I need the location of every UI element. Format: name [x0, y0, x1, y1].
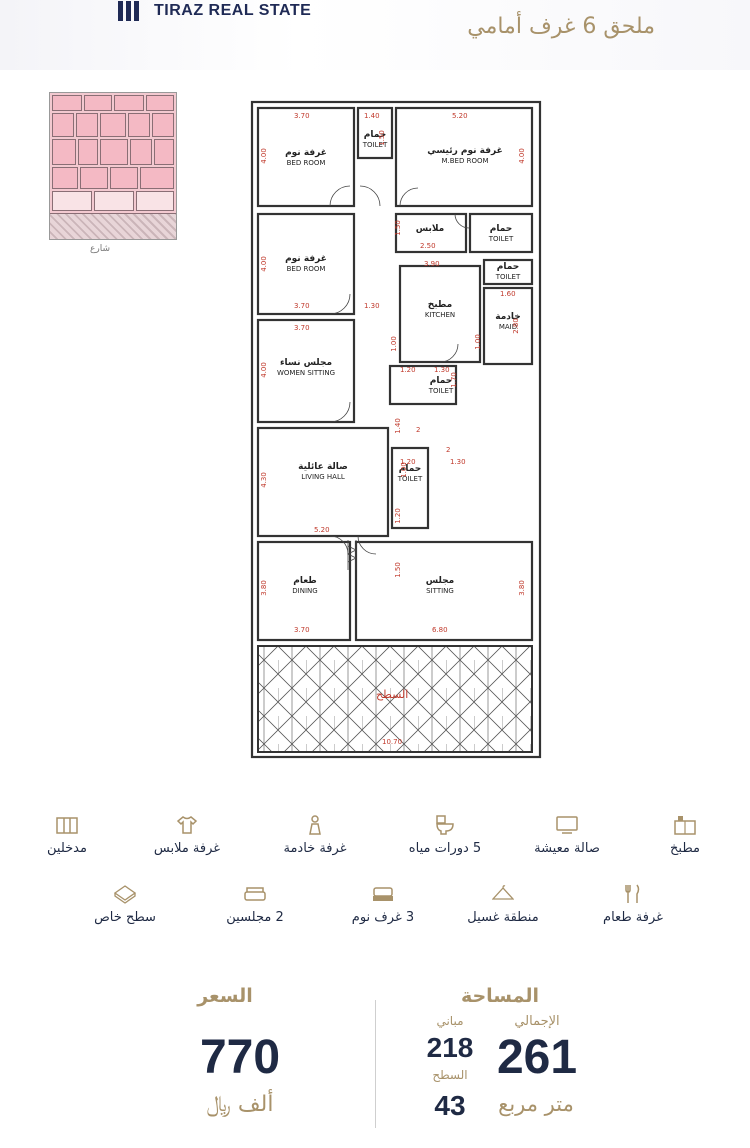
roof-area-value: 43: [434, 1090, 466, 1121]
area-total-label: الإجمالي: [514, 1014, 560, 1029]
tv-icon: [556, 815, 578, 835]
price-title: السعر: [197, 985, 253, 1007]
dim-label: 4.00: [517, 148, 526, 164]
feature-living-room: صالة معيشة: [492, 815, 642, 856]
hanger-icon: [491, 884, 515, 904]
toilet-icon: [434, 815, 456, 835]
listing-title: ملحق 6 غرف أمامي: [467, 14, 655, 39]
dim-label: 3.70: [294, 302, 310, 310]
dim-label: 1.50: [393, 220, 402, 236]
dim-label: 1.60: [500, 290, 516, 298]
area-unit: متر مربع: [498, 1092, 574, 1116]
brand-logo: TIRAZ REAL STATE: [118, 0, 311, 22]
divider: [375, 1000, 376, 1128]
dim-label: 3.70: [294, 324, 310, 332]
dim-label: 3.80: [517, 580, 526, 596]
dining-icon: [622, 884, 644, 904]
area-total-value: 261: [496, 1031, 578, 1084]
dim-label: 1.40: [364, 112, 380, 120]
dim-label: 1.50: [377, 130, 386, 146]
dim-label: 1.40: [393, 418, 402, 434]
street-label: شارع: [90, 244, 110, 254]
logo-mark-icon: [118, 1, 144, 21]
sofa-icon: [244, 884, 266, 904]
header: TIRAZ REAL STATE ملحق 6 غرف أمامي: [0, 0, 750, 70]
feature-laundry-area: منطقة غسيل: [428, 884, 578, 925]
feature-dressing-room: غرفة ملابس: [112, 815, 262, 856]
dim-label: 4.30: [259, 472, 268, 488]
room-closet: ملابس: [415, 224, 445, 234]
dim-label: 2.50: [420, 242, 436, 250]
dim-label: 1.00: [399, 462, 408, 478]
dim-label: 10.70: [382, 738, 403, 746]
feature-bathrooms: 5 دورات مياه: [370, 815, 520, 856]
site-thumbnail: [49, 92, 177, 240]
dim-label: 3.70: [294, 626, 310, 634]
dim-label: 3.80: [259, 580, 268, 596]
area-title: المساحة: [460, 985, 540, 1007]
maid-icon: [304, 815, 326, 835]
floor-plan-walls: [250, 100, 542, 759]
feature-sitting-rooms: 2 مجلسين: [180, 884, 330, 925]
dim-label: 4.00: [259, 148, 268, 164]
dim-label: 1.30: [364, 302, 380, 310]
dim-label: 3.70: [294, 112, 310, 120]
feature-bedrooms: 3 غرف نوم: [308, 884, 458, 925]
dim-label: 1.30: [450, 458, 466, 466]
dim-label: 1.70: [449, 372, 458, 388]
roof-label: السطح: [376, 688, 409, 701]
building-area-label: مباني: [436, 1014, 464, 1028]
dim-label: 1.50: [393, 562, 402, 578]
feature-private-roof: سطح خاص: [50, 884, 200, 925]
bed-icon: [372, 884, 394, 904]
door-icon: [56, 815, 78, 835]
feature-dining-room: غرفة طعام: [558, 884, 708, 925]
dim-label: 1.30: [434, 366, 450, 374]
dim-label: 1.20: [400, 366, 416, 374]
feature-two-entrances: مدخلين: [0, 815, 142, 856]
dim-label: 5.20: [314, 526, 330, 534]
roof-area-label: السطح: [432, 1068, 468, 1082]
feature-kitchen: مطبخ: [610, 815, 750, 856]
roof-icon: [113, 884, 137, 904]
dim-label: 1.20: [393, 508, 402, 524]
kitchen-icon: [674, 815, 696, 835]
dim-label: 3.90: [424, 260, 440, 268]
brand-name: TIRAZ REAL STATE: [154, 2, 312, 19]
dim-label: 2: [446, 446, 451, 454]
dim-label: 4.00: [259, 362, 268, 378]
dim-label: 2.80: [511, 318, 520, 334]
dim-label: 2: [416, 426, 421, 434]
feature-maid-room: غرفة خادمة: [240, 815, 390, 856]
dim-label: 1.20: [400, 458, 416, 466]
shirt-icon: [176, 815, 198, 835]
price-unit: ألف ﷼: [206, 1092, 274, 1117]
dim-label: 1.00: [473, 334, 482, 350]
dim-label: 6.80: [432, 626, 448, 634]
building-area-value: 218: [426, 1032, 474, 1063]
price-value: 770: [199, 1031, 281, 1084]
dim-label: 5.20: [452, 112, 468, 120]
dim-label: 4.00: [259, 256, 268, 272]
dim-label: 1.00: [389, 336, 398, 352]
